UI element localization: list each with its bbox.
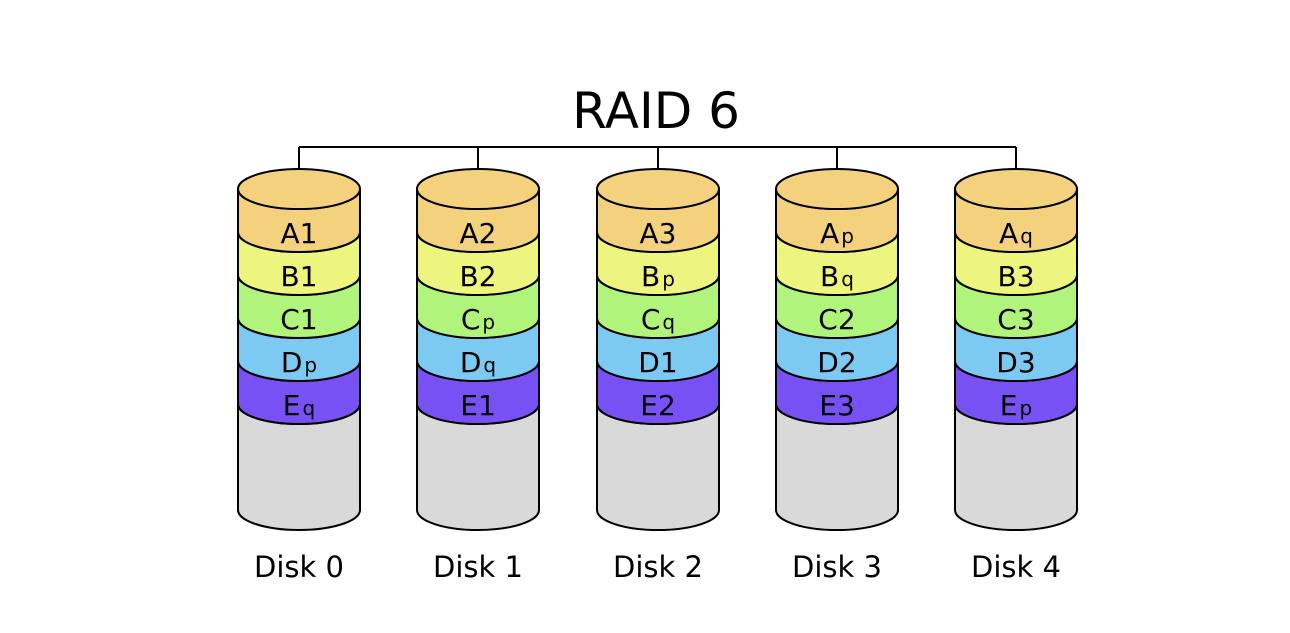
block-label: A3 [640,217,677,250]
block-label-sub: 1 [660,346,678,379]
block-label: B2 [459,260,496,293]
block-label-base: C [997,303,1017,336]
block-label-base: B [459,260,478,293]
block-label-base: C [641,303,661,336]
block-label-base: C [818,303,838,336]
block-label: E2 [640,389,676,422]
disk-top-cap [954,168,1078,210]
block-label-base: D [460,346,482,379]
block-label: B1 [280,260,317,293]
block-label-base: B [641,260,660,293]
disk-top-cap [596,168,720,210]
disk-label: Disk 4 [971,550,1061,584]
disk-top-cap [775,168,899,210]
block-label-base: B [820,260,839,293]
block-label-sub: q [483,353,496,377]
block-label-sub: p [1020,396,1033,420]
block-label-base: C [461,303,481,336]
block-label-base: E [283,389,301,422]
disk-top-cap [416,168,540,210]
block-label-sub: 3 [1018,346,1036,379]
block-label: A1 [281,217,318,250]
block-label-sub: p [304,353,317,377]
block-label-sub: 1 [300,260,318,293]
block-label-base: A [281,217,300,250]
block-label-sub: p [841,224,854,248]
block-label-sub: q [303,396,316,420]
block-label-base: E [640,389,658,422]
block-label-sub: 3 [837,389,855,422]
block-label-base: A [820,217,839,250]
disk-label: Disk 2 [613,550,703,584]
block-label: D2 [817,346,856,379]
block-label-sub: q [1020,224,1033,248]
block-label: B3 [997,260,1034,293]
block-label-sub: 2 [658,389,676,422]
block-label-base: D [817,346,839,379]
block-label-sub: 1 [300,217,318,250]
disk-top-cap [237,168,361,210]
disk-label: Disk 0 [254,550,344,584]
block-label-sub: q [841,267,854,291]
block-label: A2 [460,217,497,250]
block-label-sub: p [662,267,675,291]
block-label-base: D [996,346,1018,379]
disk-label: Disk 3 [792,550,882,584]
block-label-sub: 2 [838,303,856,336]
block-label-base: E [1000,389,1018,422]
block-label: D3 [996,346,1035,379]
block-label-sub: 2 [839,346,857,379]
block-label-sub: p [482,310,495,334]
block-label: D1 [638,346,677,379]
block-label-sub: 1 [478,389,496,422]
block-label-base: B [997,260,1016,293]
block-label-base: D [638,346,660,379]
block-label: E3 [819,389,855,422]
block-label-base: A [640,217,659,250]
block-label-sub: 1 [300,303,318,336]
block-label-base: D [281,346,303,379]
block-label-base: E [460,389,478,422]
block-label: E1 [460,389,496,422]
block-label-base: A [460,217,479,250]
block-label-base: A [999,217,1018,250]
block-label-sub: 3 [1017,303,1035,336]
block-label-sub: 3 [659,217,677,250]
block-label: C3 [997,303,1034,336]
block-label-sub: 2 [479,260,497,293]
block-label-sub: q [662,310,675,334]
block-label: C2 [818,303,855,336]
block-label-base: C [280,303,300,336]
block-label-sub: 2 [479,217,497,250]
diagram-title: RAID 6 [572,82,740,140]
disk-label: Disk 1 [433,550,523,584]
block-label-sub: 3 [1017,260,1035,293]
block-label-base: B [280,260,299,293]
block-label: C1 [280,303,317,336]
block-label-base: E [819,389,837,422]
